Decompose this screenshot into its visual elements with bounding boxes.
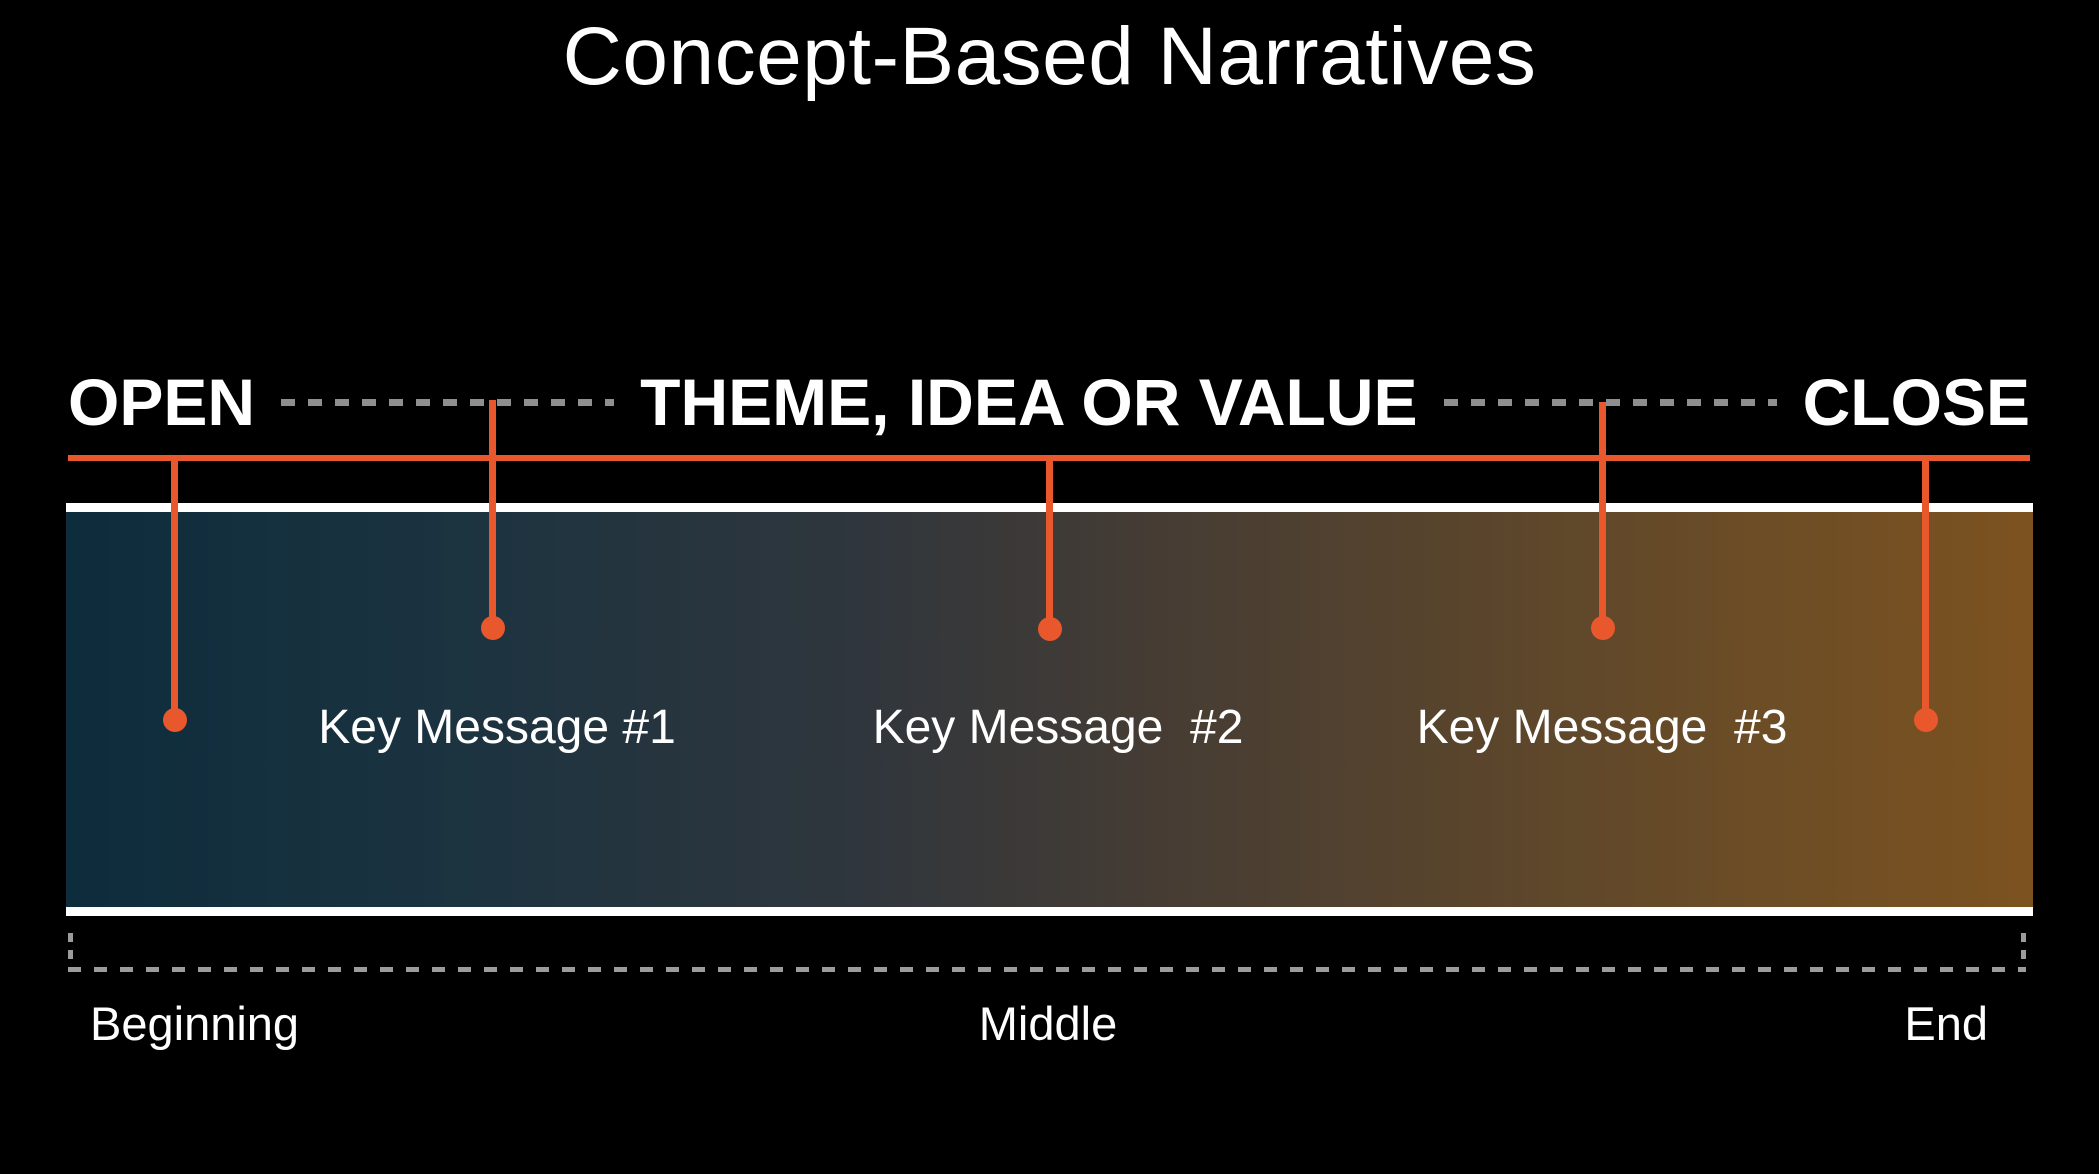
key-message-1-point-dot — [481, 616, 505, 640]
stage-beginning-label: Beginning — [90, 997, 300, 1050]
key-message-1-label: Key Message #1 — [318, 701, 676, 754]
key-message-2-label: Key Message #2 — [872, 701, 1244, 754]
timeline-label-row: OPEN THEME, IDEA OR VALUE CLOSE — [68, 363, 2030, 441]
dashed-connector-left — [281, 398, 615, 406]
close-point-dot — [1914, 708, 1938, 732]
stage-middle-label: Middle — [978, 997, 1118, 1050]
key-message-2-connector-line — [1046, 457, 1053, 623]
key-message-3-label: Key Message #3 — [1416, 701, 1788, 754]
open-point-dot — [163, 708, 187, 732]
close-label: CLOSE — [1802, 365, 2030, 439]
key-message-2-point-dot — [1038, 617, 1062, 641]
key-message-1-connector-line — [489, 400, 496, 622]
stages-bracket-right-tick — [2021, 933, 2026, 971]
open-label: OPEN — [68, 365, 256, 439]
dashed-connector-right — [1443, 398, 1777, 406]
slide-title: Concept-Based Narratives — [562, 11, 1537, 102]
stages-bracket-left-tick — [68, 933, 73, 971]
key-message-3-point-dot — [1591, 616, 1615, 640]
theme-label: THEME, IDEA OR VALUE — [640, 365, 1418, 439]
key-message-3-connector-line — [1599, 402, 1606, 622]
close-connector-line — [1922, 457, 1929, 713]
open-connector-line — [171, 457, 178, 713]
stage-end-label: End — [1904, 997, 1988, 1050]
stages-dashed-bracket-line — [68, 967, 2026, 972]
